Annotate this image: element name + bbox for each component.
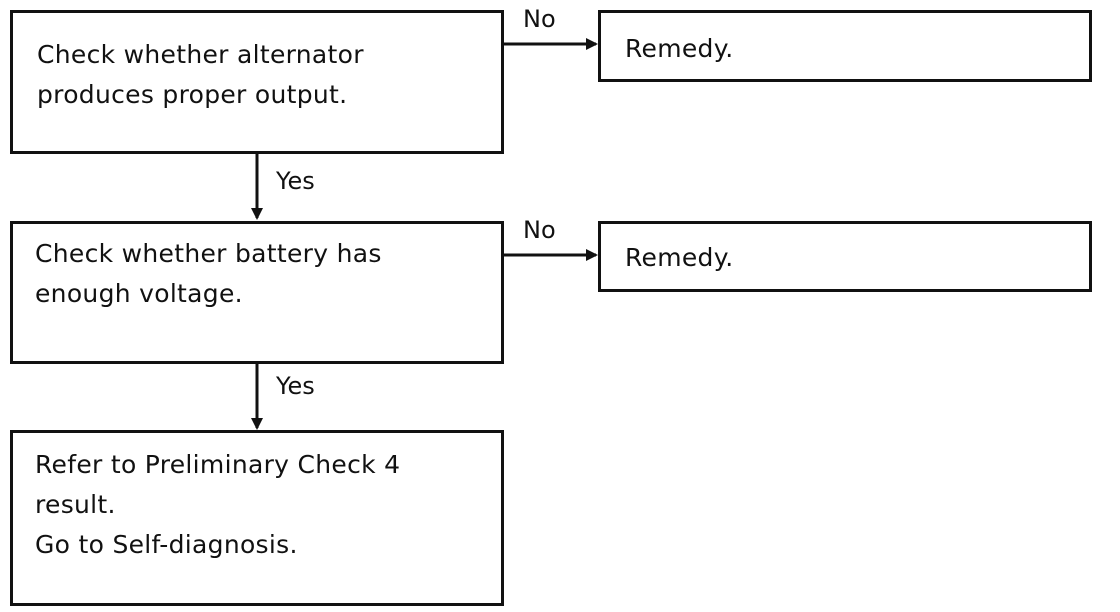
step2-line2: enough voltage. bbox=[35, 279, 243, 308]
yes-label-2: Yes bbox=[276, 372, 315, 400]
yes-label-1: Yes bbox=[276, 167, 315, 195]
no-label-1: No bbox=[523, 5, 556, 33]
step3-line3: Go to Self-diagnosis. bbox=[35, 530, 298, 559]
step2-line1: Check whether battery has bbox=[35, 239, 382, 268]
step3-box: Refer to Preliminary Check 4 result. Go … bbox=[10, 430, 504, 606]
step2-box: Check whether battery has enough voltage… bbox=[10, 221, 504, 364]
step1-line1: Check whether alternator bbox=[37, 40, 364, 69]
step1-box: Check whether alternator produces proper… bbox=[10, 10, 504, 154]
remedy1-box: Remedy. bbox=[598, 10, 1092, 82]
step3-line2: result. bbox=[35, 490, 116, 519]
no-label-2: No bbox=[523, 216, 556, 244]
step3-line1: Refer to Preliminary Check 4 bbox=[35, 450, 401, 479]
step1-line2: produces proper output. bbox=[37, 80, 348, 109]
remedy2-box: Remedy. bbox=[598, 221, 1092, 292]
remedy1-text: Remedy. bbox=[625, 34, 734, 63]
remedy2-text: Remedy. bbox=[625, 243, 734, 272]
